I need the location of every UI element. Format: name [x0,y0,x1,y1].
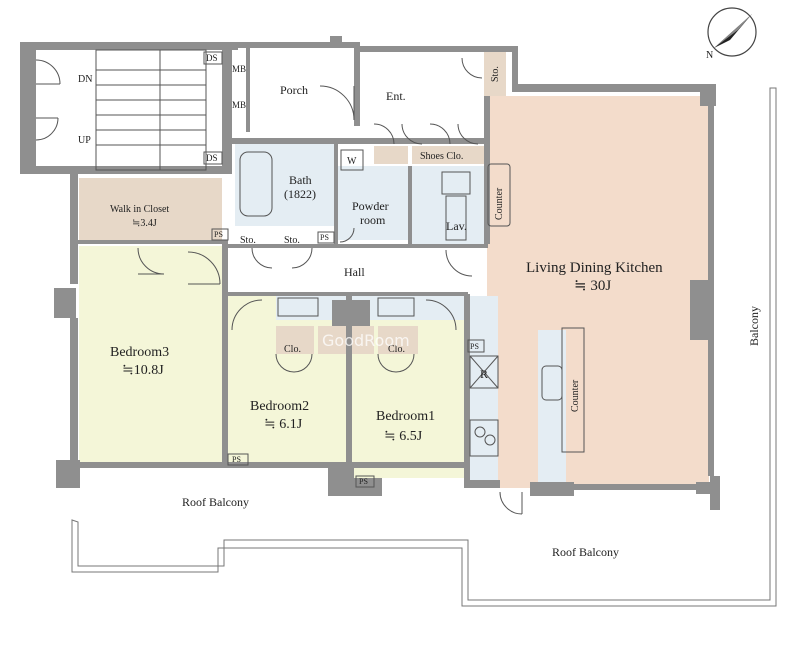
counter-label-top: Counter [494,187,505,220]
closet-b1-fill [378,326,418,354]
ds-label-top: DS [206,53,218,63]
stair-dn-label: DN [78,74,92,85]
ps-label-hall: PS [320,233,329,242]
bath-fill [235,144,335,226]
bedroom2-label: Bedroom2 [250,399,309,414]
toilet-area [445,195,467,241]
bedroom2-size: ≒ 6.1J [264,417,303,432]
closet-b2-label: Clo. [284,344,301,355]
lav-fill [412,166,484,244]
ldk-label: Living Dining Kitchen [526,260,663,276]
entrance-label: Ent. [386,89,406,103]
stair-up-label: UP [78,135,91,146]
bath-size-label: (1822) [284,187,316,201]
bathtub [239,151,273,217]
powder-room-label-1: Powder [352,199,389,213]
ps-label-bedroom1: PS [359,477,368,486]
stairs [35,49,207,171]
island-counter [561,327,585,453]
compass: N [706,7,757,61]
bedroom3-fill [79,246,222,464]
balcony-label: Balcony [747,306,761,346]
walk-in-closet-label: Walk in Closet [110,204,169,215]
watermark: GoodRoom [322,331,410,350]
cooktop [469,419,499,457]
ldk-size-label: ≒ 30J [574,278,611,294]
bedroom1-label: Bedroom1 [376,409,435,424]
bath-label: Bath [289,173,312,187]
ps-label-wic: PS [214,230,223,239]
porch-label: Porch [280,83,308,97]
counter-label-island: Counter [570,379,581,412]
ds-label-bottom: DS [206,153,218,163]
shoes-closet-label: Shoes Clo. [420,151,463,162]
storage-entrance-fill [374,146,408,164]
powder-room-fill [338,166,408,240]
storage-hall-1-label: Sto. [240,235,256,246]
counter-box [487,163,511,227]
washer-box [340,149,364,171]
mb-label-top: MB [232,64,246,74]
fridge-box [469,355,499,389]
closet-b1-label: Clo. [388,344,405,355]
storage-hall-2-label: Sto. [284,235,300,246]
ldk-fill [487,96,709,488]
shoes-closet-fill [412,146,484,164]
closet-b2-fill [276,326,314,354]
kitchen-counter-fill [538,330,566,482]
balcony-outline [71,87,777,607]
ps-label-kitchen: PS [470,342,479,351]
walls [20,36,720,510]
fridge-label: R [480,367,488,381]
storage-top-fill [484,52,506,96]
washer-label: W [347,156,357,167]
ps-label-bedroom2: PS [232,455,241,464]
center-column [332,300,370,326]
bedroom2-fill [227,296,350,462]
roof-balcony-left-label: Roof Balcony [182,495,249,509]
walk-in-closet-size: ≒3.4J [132,218,157,229]
doors [137,57,523,515]
kitchen-strip-fill [468,296,498,486]
hall-label: Hall [344,265,365,279]
roof-balcony-bottom-label: Roof Balcony [552,545,619,559]
lav-label: Lav. [446,219,467,233]
storage-top-label: Sto. [490,66,501,82]
bedroom1-size: ≒ 6.5J [384,429,423,444]
lav-sink [441,171,471,195]
walk-in-closet-fill [79,178,222,240]
powder-room-label-2: room [360,213,386,227]
compass-north-mark: N [706,50,713,61]
bedroom3-size: ≒10.8J [122,363,164,378]
mb-label-bottom: MB [232,100,246,110]
bedroom3-label: Bedroom3 [110,345,169,360]
